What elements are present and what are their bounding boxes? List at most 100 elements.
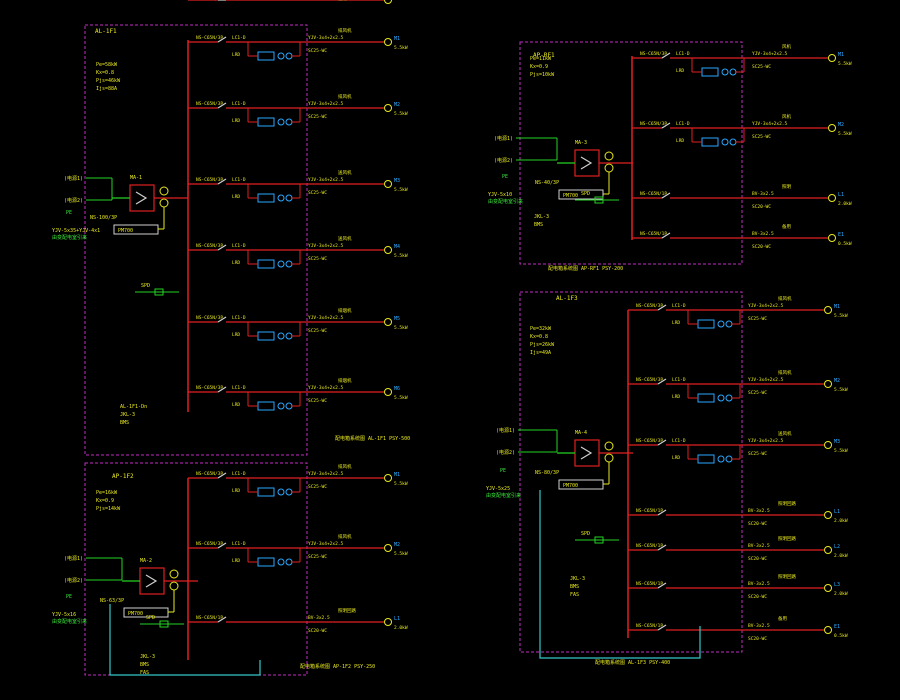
branch-cable-label: BV-3x2.5 (308, 0, 330, 2)
branch-cable-label: YJV-3x4+2x2.5 (752, 51, 788, 57)
panel-info-line: Kx=0.8 (530, 334, 548, 340)
branch-conduit-label: SC20-WC (308, 0, 327, 2)
branch-conduit-label: SC25-WC (748, 390, 767, 396)
load-rating-label: 5.5kW (394, 395, 408, 401)
panel-info-line: Pjs=46kW (96, 78, 121, 84)
switch-symbol (135, 191, 148, 205)
meter-circle-top (604, 441, 614, 451)
branch-cable-label: YJV-3x4+2x2.5 (748, 377, 784, 383)
branch-cable-label: YJV-3x4+2x2.5 (308, 35, 344, 41)
contactor-label: LC1-D (232, 471, 246, 477)
load-id-label: M1 (394, 472, 400, 478)
load-id-label: E1 (838, 232, 844, 238)
load-id-label: M3 (834, 439, 840, 445)
main-breaker-label: NS-100/3P (90, 215, 117, 221)
breaker-symbol (661, 232, 671, 239)
branch-cable-label: BV-3x2.5 (748, 543, 770, 549)
load-terminal-icon (824, 306, 832, 314)
contactor-label: LC1-D (232, 243, 246, 249)
breaker-symbol (217, 178, 227, 185)
indicator-lamp-icon (277, 488, 285, 496)
load-terminal-icon (828, 234, 836, 242)
load-name-label: 排风机 (778, 295, 792, 302)
panel-panel-b: AP-1F2Pe=16kWKx=0.9Pjs=14kWJKL-3BMSFAS(电… (52, 0, 408, 676)
panel-title: AP-1F2 (112, 473, 134, 480)
breaker-symbol (657, 509, 667, 516)
meter-circle-top (169, 569, 179, 579)
indicator-lamp-icon (277, 558, 285, 566)
branch-breaker-label: NS-C65N/1P (196, 0, 223, 2)
load-id-label: M3 (394, 178, 400, 184)
breaker-symbol (661, 52, 671, 59)
branch-cable-label: YJV-3x4+2x2.5 (752, 121, 788, 127)
breaker-symbol (657, 304, 667, 311)
load-name-label: 备用 (338, 0, 347, 2)
branch-breaker-label: NS-C65N/3P (196, 385, 223, 391)
branch-conduit-label: SC25-WC (308, 256, 327, 262)
load-rating-label: 5.5kW (394, 111, 408, 117)
load-terminal-icon (384, 0, 392, 4)
panel-footnote: 配电箱系统图 AP-RF1 PSY-200 (548, 265, 623, 272)
load-rating-label: 2.0kW (834, 553, 848, 559)
load-id-label: L2 (834, 544, 840, 550)
load-terminal-icon (384, 104, 392, 112)
interconnect-cable (109, 604, 261, 676)
branch-cable-label: BV-3x2.5 (752, 191, 774, 197)
relay-label: LRD (232, 332, 240, 338)
load-terminal-icon (384, 318, 392, 326)
spd-label: SPD (581, 191, 590, 197)
panel-title: AL-1F1 (95, 28, 117, 35)
branch-conduit-label: SC25-WC (308, 114, 327, 120)
load-rating-label: 5.5kW (394, 253, 408, 259)
relay-label: LRD (676, 68, 684, 74)
load-terminal-icon (828, 124, 836, 132)
load-terminal-icon (824, 626, 832, 634)
panel-note-line: BMS (120, 420, 129, 426)
breaker-symbol (661, 122, 671, 129)
meter-circle-top (604, 151, 614, 161)
branch-conduit-label: SC20-WC (748, 636, 767, 642)
load-name-label: 排风机 (338, 533, 352, 540)
load-terminal-icon (384, 388, 392, 396)
indicator-lamp-icon (277, 332, 285, 340)
load-terminal-icon (384, 474, 392, 482)
main-label: MA-4 (575, 430, 587, 436)
branch-breaker-label: NS-C65N/3P (640, 121, 667, 127)
branch-breaker-label: NS-C65N/3P (196, 101, 223, 107)
source-label: (电源2) (64, 197, 83, 204)
branch-breaker-label: NS-C65N/1P (640, 231, 667, 237)
feed-cable-label: YJV-5x25 (486, 486, 510, 492)
breaker-symbol (657, 544, 667, 551)
panel-info-line: Pe=16kW (96, 490, 118, 496)
branch-breaker-label: NS-C65N/3P (196, 177, 223, 183)
relay-label: LRD (676, 138, 684, 144)
feed-note-label: 由变配电室引来 (52, 234, 87, 241)
main-breaker-label: NS-40/3P (535, 180, 559, 186)
load-id-label: M5 (394, 316, 400, 322)
branch-conduit-label: SC20-WC (748, 556, 767, 562)
indicator-lamp-icon (721, 68, 729, 76)
load-rating-label: 5.5kW (394, 325, 408, 331)
load-name-label: 排风机 (338, 463, 352, 470)
branch-breaker-label: NS-C65N/3P (196, 541, 223, 547)
load-id-label: L3 (834, 582, 840, 588)
indicator-lamp-icon (277, 118, 285, 126)
load-name-label: 排风机 (778, 369, 792, 376)
breaker-symbol (657, 582, 667, 589)
indicator-lamp-icon (277, 52, 285, 60)
breaker-symbol (217, 316, 227, 323)
meter-label: PM700 (563, 193, 578, 199)
load-id-label: M6 (394, 386, 400, 392)
relay-label: LRD (232, 260, 240, 266)
grounding-label: PE (502, 174, 508, 180)
branch-conduit-label: SC25-WC (748, 451, 767, 457)
load-terminal-icon (828, 54, 836, 62)
breaker-symbol (217, 244, 227, 251)
panel-note-line: AL-1F1-Dn (120, 404, 147, 410)
branch-cable-label: YJV-3x4+2x2.5 (308, 177, 344, 183)
